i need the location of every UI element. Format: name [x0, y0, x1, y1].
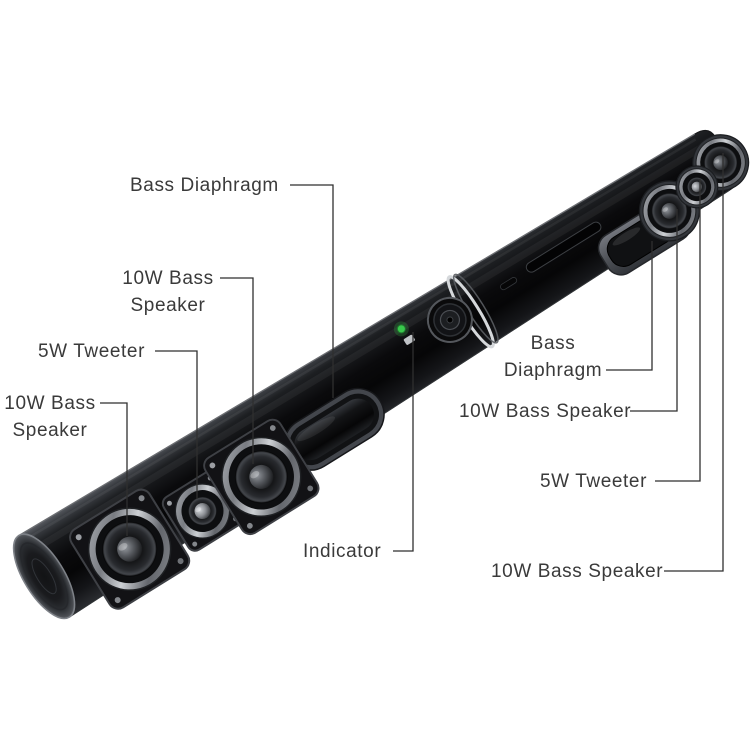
label-indicator: Indicator — [303, 541, 382, 562]
label-bass-speaker-lower-right: 10W Bass Speaker — [491, 561, 664, 582]
leader-line-bass-speaker-lower-left — [100, 402, 128, 536]
indicator-led — [393, 321, 415, 345]
label-bass-speaker-upper-left: 10W Bass Speaker — [122, 268, 214, 316]
end-cap — [12, 533, 76, 620]
label-bass-diaphragm-left: Bass Diaphragm — [130, 175, 279, 196]
leader-line-indicator — [393, 332, 414, 552]
bass-diaphragm-left — [283, 387, 385, 471]
leader-line-bass-speaker-lower-right — [664, 153, 724, 572]
soundbar-sheen-2 — [30, 142, 707, 554]
label-bass-diaphragm-right: Bass Diaphragm — [503, 333, 603, 381]
soundbar-sheen — [25, 138, 697, 541]
leader-line-bass-speaker-upper-left — [220, 277, 254, 464]
label-bass-speaker-lower-left: 10W Bass Speaker — [4, 393, 96, 441]
leader-lines — [100, 153, 724, 572]
label-bass-speaker-upper-right: 10W Bass Speaker — [459, 401, 632, 422]
vent-slot-small — [500, 277, 518, 291]
leader-line-bass-speaker-upper-right — [630, 209, 678, 412]
leader-line-bass-diaphragm-right — [606, 241, 653, 371]
leader-line-tweeter-right — [655, 179, 701, 482]
soundbar-top-edge-highlight — [18, 133, 696, 537]
soundbar — [12, 123, 750, 620]
label-tweeter-left: 5W Tweeter — [38, 341, 146, 362]
vent-slot — [525, 221, 602, 273]
control-knob — [426, 296, 473, 343]
label-tweeter-right: 5W Tweeter — [540, 471, 648, 492]
leader-line-bass-diaphragm-left — [290, 184, 334, 398]
leader-line-tweeter-left — [155, 350, 198, 499]
